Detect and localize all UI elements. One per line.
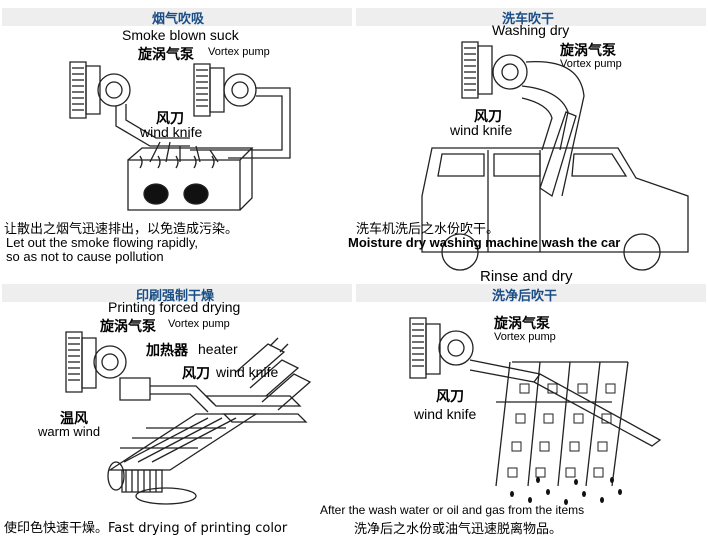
smoke-knife-label-cn: 风刀 bbox=[156, 111, 184, 127]
printing-heater-label-cn: 加热器 bbox=[146, 343, 188, 359]
smoke-hood bbox=[128, 148, 252, 210]
rinse-pump-label-cn: 旋涡气泵 bbox=[494, 316, 550, 332]
printing-pump-label-cn: 旋涡气泵 bbox=[100, 319, 156, 335]
printing-warm-label-en: warm wind bbox=[38, 424, 101, 439]
panel-title-printing: 印刷强制干燥 bbox=[136, 289, 215, 304]
carwash-pump bbox=[462, 42, 527, 98]
printing-knife-label-cn: 风刀 bbox=[182, 366, 210, 382]
rinse-knife-label-cn: 风刀 bbox=[436, 389, 464, 405]
smoke-pump-right bbox=[194, 64, 256, 116]
rinse-wind-knife-duct bbox=[470, 360, 660, 446]
carwash-caption-en: Moisture dry washing machine wash the ca… bbox=[348, 235, 621, 250]
rinse-caption-cn: 洗净后之水份或油气迅速脱离物品。 bbox=[354, 522, 563, 537]
panel-title-bar-smoke bbox=[2, 8, 352, 26]
rinse-pump-label-en: Vortex pump bbox=[494, 331, 556, 343]
smoke-pump-left bbox=[70, 62, 130, 118]
smoke-pump-label-en: Vortex pump bbox=[208, 46, 270, 58]
printing-heater-label-en: heater bbox=[198, 341, 238, 357]
carwash-knife-label-cn: 风刀 bbox=[474, 109, 502, 125]
carwash-subtitle: Washing dry bbox=[492, 22, 570, 38]
printing-heater-duct bbox=[120, 378, 306, 422]
rinse-subtitle: Rinse and dry bbox=[480, 268, 573, 285]
rinse-drips bbox=[510, 477, 622, 505]
rinse-caption-en: After the wash water or oil and gas from… bbox=[320, 503, 585, 517]
panel-title-rinse: 洗净后吹干 bbox=[492, 289, 558, 304]
carwash-pump-label-en: Vortex pump bbox=[560, 58, 622, 70]
rinse-items bbox=[508, 384, 615, 477]
rinse-knife-label-en: wind knife bbox=[414, 406, 477, 422]
panel-title-bar-rinse bbox=[356, 284, 706, 302]
smoke-caption-en-1: Let out the smoke flowing rapidly, bbox=[6, 235, 198, 250]
carwash-car bbox=[422, 148, 688, 270]
rinse-pump bbox=[410, 318, 473, 378]
printing-pump bbox=[66, 332, 126, 392]
carwash-pump-label-cn: 旋涡气泵 bbox=[560, 43, 616, 59]
panel-title-smoke: 烟气吹吸 bbox=[152, 12, 205, 27]
carwash-caption-cn: 洗车机洗后之水份吹干。 bbox=[356, 222, 500, 237]
panel-title-carwash: 洗车吹干 bbox=[502, 12, 555, 27]
smoke-subtitle: Smoke blown suck bbox=[122, 27, 239, 43]
carwash-knife-label-en: wind knife bbox=[450, 122, 513, 138]
rinse-rack bbox=[496, 362, 628, 486]
printing-knife-label-en: wind knife bbox=[216, 364, 279, 380]
smoke-pump-label-cn: 旋涡气泵 bbox=[138, 47, 194, 63]
printing-conveyor bbox=[108, 338, 310, 504]
smoke-ducts bbox=[116, 88, 290, 162]
smoke-knife-label-en: wind knife bbox=[140, 124, 203, 140]
panel-title-bar-carwash bbox=[356, 8, 706, 26]
smoke-caption-en-2: so as not to cause pollution bbox=[6, 249, 164, 264]
printing-caption: 使印色快速干燥。Fast drying of printing color bbox=[4, 521, 288, 536]
printing-subtitle: Printing forced drying bbox=[108, 299, 241, 315]
printing-warm-label-cn: 温风 bbox=[60, 411, 88, 427]
printing-pump-label-en: Vortex pump bbox=[168, 318, 230, 330]
smoke-caption-cn: 让散出之烟气迅速排出，以免造成污染。 bbox=[4, 222, 239, 237]
carwash-duct bbox=[522, 62, 584, 196]
panel-title-bar-printing bbox=[2, 284, 352, 302]
